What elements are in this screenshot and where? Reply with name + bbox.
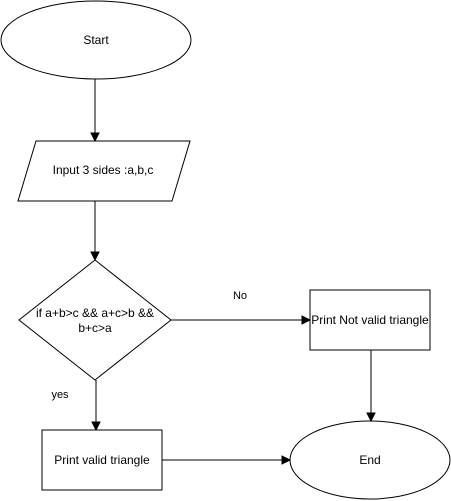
- decision-node: if a+b>c && a+c>b && b+c>a: [18, 259, 172, 381]
- edge-decision-to-valid: yes: [51, 380, 101, 432]
- not-valid-node: Print Not valid triangle: [309, 289, 431, 351]
- edge-start-to-input: [90, 79, 100, 143]
- input-node: Input 3 sides :a,b,c: [17, 140, 191, 202]
- edge-label-yes: yes: [51, 389, 69, 401]
- end-label: End: [359, 453, 380, 467]
- start-label: Start: [83, 33, 109, 47]
- start-node: Start: [0, 0, 192, 80]
- valid-node: Print valid triangle: [41, 429, 163, 491]
- valid-label: Print valid triangle: [54, 453, 150, 467]
- edge-not-valid-to-end: [366, 350, 376, 423]
- edge-valid-to-end: [162, 455, 292, 465]
- input-label: Input 3 sides :a,b,c: [53, 163, 154, 177]
- not-valid-label: Print Not valid triangle: [311, 313, 429, 327]
- end-node: End: [289, 420, 451, 500]
- edge-label-no: No: [233, 290, 247, 302]
- edge-input-to-decision: [90, 201, 100, 262]
- decision-label-line1: if a+b>c && a+c>b &&: [36, 306, 154, 320]
- edge-decision-to-not-valid: No: [171, 290, 312, 325]
- decision-label-line2: b+c>a: [78, 321, 112, 335]
